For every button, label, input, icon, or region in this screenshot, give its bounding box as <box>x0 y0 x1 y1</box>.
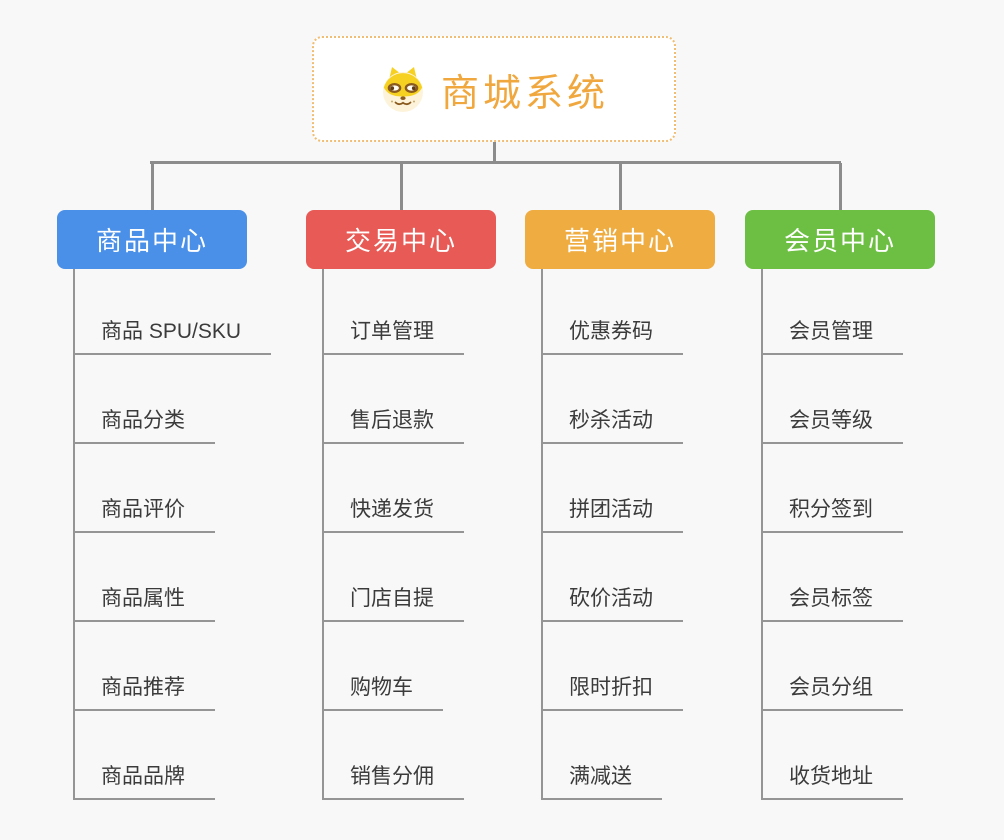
leaf-label: 会员管理 <box>761 315 903 355</box>
branch-node-1[interactable]: 交易中心 <box>306 210 496 269</box>
connector-horizontal-bar <box>150 161 841 164</box>
leaf-label: 商品 SPU/SKU <box>73 315 272 355</box>
leaf-node[interactable]: 会员标签 <box>761 533 903 622</box>
branch-node-0[interactable]: 商品中心 <box>57 210 247 269</box>
leaf-node[interactable]: 优惠券码 <box>541 266 683 355</box>
leaf-node[interactable]: 会员等级 <box>761 355 903 444</box>
branch-label: 营销中心 <box>563 226 676 256</box>
leaf-node[interactable]: 商品分类 <box>73 355 271 444</box>
leaf-node[interactable]: 快递发货 <box>322 444 464 533</box>
leaf-node[interactable]: 商品属性 <box>73 533 271 622</box>
leaf-label: 积分签到 <box>761 493 903 533</box>
leaf-label: 商品评价 <box>73 493 215 533</box>
root-node[interactable]: 商城系统 <box>312 36 676 142</box>
leaf-node[interactable]: 售后退款 <box>322 355 464 444</box>
leaf-node[interactable]: 商品评价 <box>73 444 271 533</box>
leaf-node[interactable]: 订单管理 <box>322 266 464 355</box>
connector-drop-1 <box>399 163 403 211</box>
leaf-node[interactable]: 商品推荐 <box>73 622 271 711</box>
connector-drop-3 <box>838 163 842 211</box>
leaf-node[interactable]: 商品 SPU/SKU <box>73 266 272 355</box>
branch-column-2: 优惠券码秒杀活动拼团活动砍价活动限时折扣满减送 <box>541 266 683 800</box>
connector-drop-2 <box>618 163 622 211</box>
leaf-label: 订单管理 <box>322 315 464 355</box>
leaf-label: 售后退款 <box>322 404 464 444</box>
leaf-label: 商品属性 <box>73 582 215 622</box>
connector-branch-spine-1 <box>322 269 324 800</box>
branch-column-3: 会员管理会员等级积分签到会员标签会员分组收货地址 <box>761 266 903 800</box>
branch-label: 交易中心 <box>344 226 457 256</box>
branch-node-3[interactable]: 会员中心 <box>745 210 935 269</box>
leaf-node[interactable]: 砍价活动 <box>541 533 683 622</box>
leaf-label: 限时折扣 <box>541 671 683 711</box>
doge-icon <box>379 65 427 113</box>
leaf-label: 购物车 <box>322 671 443 711</box>
leaf-node[interactable]: 限时折扣 <box>541 622 683 711</box>
leaf-label: 商品分类 <box>73 404 215 444</box>
leaf-node[interactable]: 收货地址 <box>761 711 903 800</box>
leaf-label: 会员等级 <box>761 404 903 444</box>
branch-column-0: 商品 SPU/SKU 商品分类商品评价商品属性商品推荐商品品牌 <box>73 266 272 800</box>
connector-branch-spine-2 <box>541 269 543 800</box>
connector-branch-spine-0 <box>73 269 75 800</box>
leaf-label: 快递发货 <box>322 493 464 533</box>
leaf-node[interactable]: 购物车 <box>322 622 464 711</box>
leaf-label: 满减送 <box>541 760 662 800</box>
leaf-node[interactable]: 销售分佣 <box>322 711 464 800</box>
leaf-node[interactable]: 拼团活动 <box>541 444 683 533</box>
connector-branch-spine-3 <box>761 269 763 800</box>
leaf-node[interactable]: 秒杀活动 <box>541 355 683 444</box>
leaf-label: 门店自提 <box>322 582 464 622</box>
leaf-label: 收货地址 <box>761 760 903 800</box>
branch-label: 会员中心 <box>783 226 896 256</box>
leaf-label: 拼团活动 <box>541 493 683 533</box>
leaf-label: 会员分组 <box>761 671 903 711</box>
leaf-node[interactable]: 满减送 <box>541 711 683 800</box>
leaf-label: 会员标签 <box>761 582 903 622</box>
leaf-node[interactable]: 会员分组 <box>761 622 903 711</box>
leaf-label: 秒杀活动 <box>541 404 683 444</box>
root-title: 商城系统 <box>440 72 609 115</box>
leaf-label: 商品推荐 <box>73 671 215 711</box>
connector-drop-0 <box>150 163 154 211</box>
branch-column-1: 订单管理售后退款快递发货门店自提购物车销售分佣 <box>322 266 464 800</box>
connector-root-stem <box>493 142 496 163</box>
branch-label: 商品中心 <box>95 226 208 256</box>
branch-node-2[interactable]: 营销中心 <box>525 210 715 269</box>
leaf-node[interactable]: 门店自提 <box>322 533 464 622</box>
leaf-label: 砍价活动 <box>541 582 683 622</box>
leaf-label: 商品品牌 <box>73 760 215 800</box>
leaf-node[interactable]: 积分签到 <box>761 444 903 533</box>
leaf-node[interactable]: 会员管理 <box>761 266 903 355</box>
leaf-label: 销售分佣 <box>322 760 464 800</box>
leaf-label: 优惠券码 <box>541 315 683 355</box>
leaf-node[interactable]: 商品品牌 <box>73 711 271 800</box>
